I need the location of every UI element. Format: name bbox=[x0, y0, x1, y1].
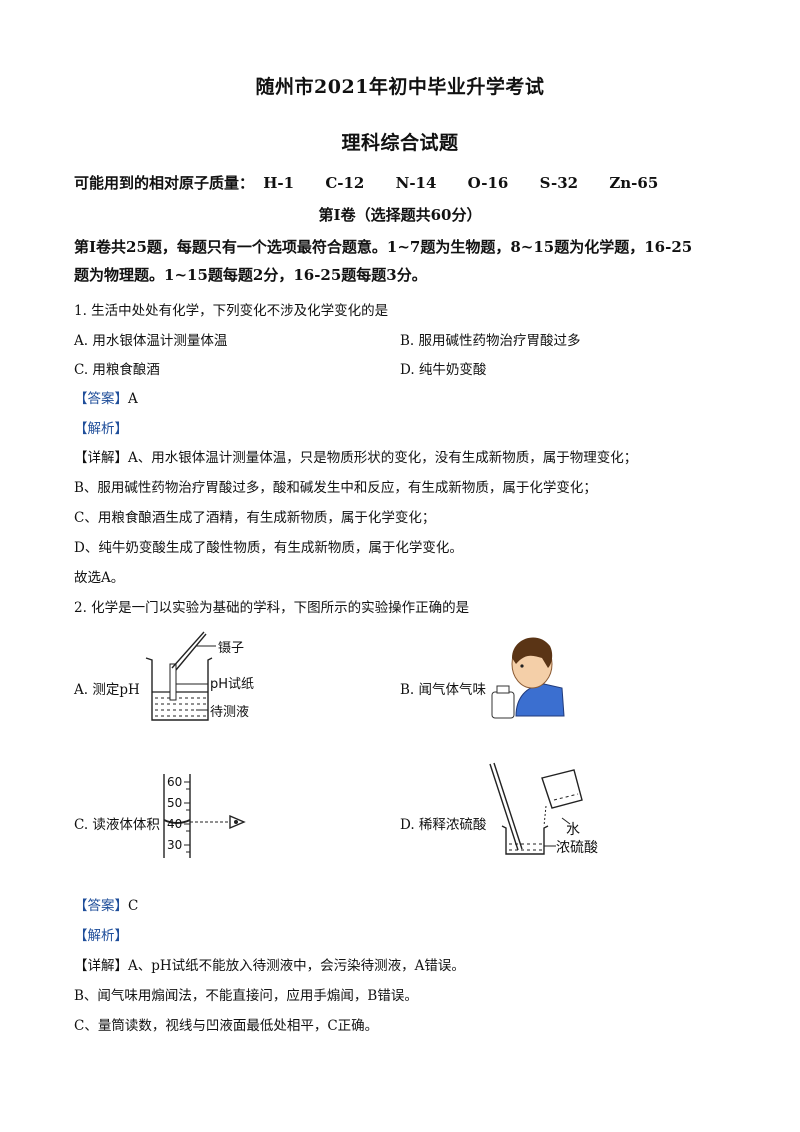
q1-option-c: C. 用粮食酿酒 bbox=[74, 362, 160, 378]
atomic-mass-line: 可能用到的相对原子质量： H-1 C-12 N-14 O-16 S-32 Zn-… bbox=[74, 172, 684, 193]
exam-subtitle: 理科综合试题 bbox=[341, 132, 459, 154]
ph-test-figure: 镊子 pH试纸 待测液 bbox=[145, 631, 254, 721]
label-concentrated-acid: 浓硫酸 bbox=[556, 840, 598, 856]
q2-stem: 2. 化学是一门以实验为基础的学科，下图所示的实验操作正确的是 bbox=[74, 600, 470, 616]
section-heading: 第Ⅰ卷（选择题共60分） bbox=[318, 206, 482, 224]
q1-detail-4: D、纯牛奶变酸生成了酸性物质，有生成新物质，属于化学变化。 bbox=[74, 540, 463, 556]
section-instruction-1: 第Ⅰ卷共25题，每题只有一个选项最符合题意。1~7题为生物题，8~15题为化学题… bbox=[74, 238, 693, 256]
q2-answer: C bbox=[128, 898, 139, 914]
label-water: 水 bbox=[566, 822, 580, 838]
atomic-mass-item: Zn-65 bbox=[609, 174, 659, 192]
q2-option-d: D. 稀释浓硫酸 bbox=[400, 817, 487, 833]
atomic-mass-item: N-14 bbox=[395, 174, 437, 192]
label-tweezers: 镊子 bbox=[218, 641, 244, 656]
detail-tag: 【详解】 bbox=[74, 450, 128, 466]
q1-option-d: D. 纯牛奶变酸 bbox=[400, 362, 487, 378]
atomic-mass-item: S-32 bbox=[539, 174, 579, 192]
q1-answer-line: 【答案】A bbox=[74, 387, 138, 407]
q2-detail-1-line: 【详解】A、pH试纸不能放入待测液中，会污染待测液，A错误。 bbox=[74, 954, 465, 974]
answer-tag: 【答案】 bbox=[74, 391, 128, 407]
q2-answer-line: 【答案】C bbox=[74, 894, 138, 914]
q2-option-b: B. 闻气体气味 bbox=[400, 682, 487, 698]
cylinder-figure: 60 50 40 30 bbox=[163, 774, 246, 858]
q2-option-a: A. 测定pH bbox=[74, 682, 140, 698]
q2-analysis-tag: 【解析】 bbox=[74, 928, 128, 944]
q1-detail-3: C、用粮食酿酒生成了酒精，有生成新物质，属于化学变化； bbox=[74, 510, 436, 526]
tick-60: 60 bbox=[167, 775, 182, 789]
q1-answer: A bbox=[128, 391, 138, 407]
detail-tag: 【详解】 bbox=[74, 958, 128, 974]
tick-50: 50 bbox=[167, 796, 182, 810]
q1-option-a: A. 用水银体温计测量体温 bbox=[74, 333, 228, 349]
tick-30: 30 bbox=[167, 838, 182, 852]
q2-detail-2: B、闻气味用煽闻法，不能直接问，应用手煽闻，B错误。 bbox=[74, 988, 418, 1004]
atomic-mass-item: C-12 bbox=[325, 174, 365, 192]
q1-detail-1: A、用水银体温计测量体温，只是物质形状的变化，没有生成新物质，属于物理变化； bbox=[128, 450, 638, 466]
atomic-mass-item: O-16 bbox=[467, 174, 509, 192]
atomic-mass-label: 可能用到的相对原子质量： bbox=[74, 174, 255, 192]
smell-figure bbox=[491, 637, 565, 719]
dilution-figure: 水 浓硫酸 bbox=[489, 762, 598, 856]
q1-detail-1-line: 【详解】A、用水银体温计测量体温，只是物质形状的变化，没有生成新物质，属于物理变… bbox=[74, 446, 637, 466]
exam-title: 随州市2021年初中毕业升学考试 bbox=[255, 76, 545, 98]
q1-detail-2: B、服用碱性药物治疗胃酸过多，酸和碱发生中和反应，有生成新物质，属于化学变化； bbox=[74, 480, 597, 496]
label-ph-paper: pH试纸 bbox=[210, 677, 254, 692]
eye-icon bbox=[229, 814, 246, 830]
q2-detail-1: A、pH试纸不能放入待测液中，会污染待测液，A错误。 bbox=[128, 958, 465, 974]
q1-analysis-tag: 【解析】 bbox=[74, 421, 128, 437]
answer-tag: 【答案】 bbox=[74, 898, 128, 914]
q1-option-b: B. 服用碱性药物治疗胃酸过多 bbox=[400, 333, 581, 349]
q1-conclusion: 故选A。 bbox=[74, 570, 125, 586]
q2-detail-3: C、量筒读数，视线与凹液面最低处相平，C正确。 bbox=[74, 1018, 379, 1034]
section-instruction-2: 题为物理题。1~15题每题2分，16-25题每题3分。 bbox=[74, 266, 427, 284]
q1-stem: 1. 生活中处处有化学，下列变化不涉及化学变化的是 bbox=[74, 303, 389, 319]
q2-option-c: C. 读液体体积 bbox=[74, 817, 160, 833]
label-test-liquid: 待测液 bbox=[210, 705, 249, 720]
atomic-mass-item: H-1 bbox=[263, 174, 295, 192]
tick-40: 40 bbox=[167, 817, 182, 831]
